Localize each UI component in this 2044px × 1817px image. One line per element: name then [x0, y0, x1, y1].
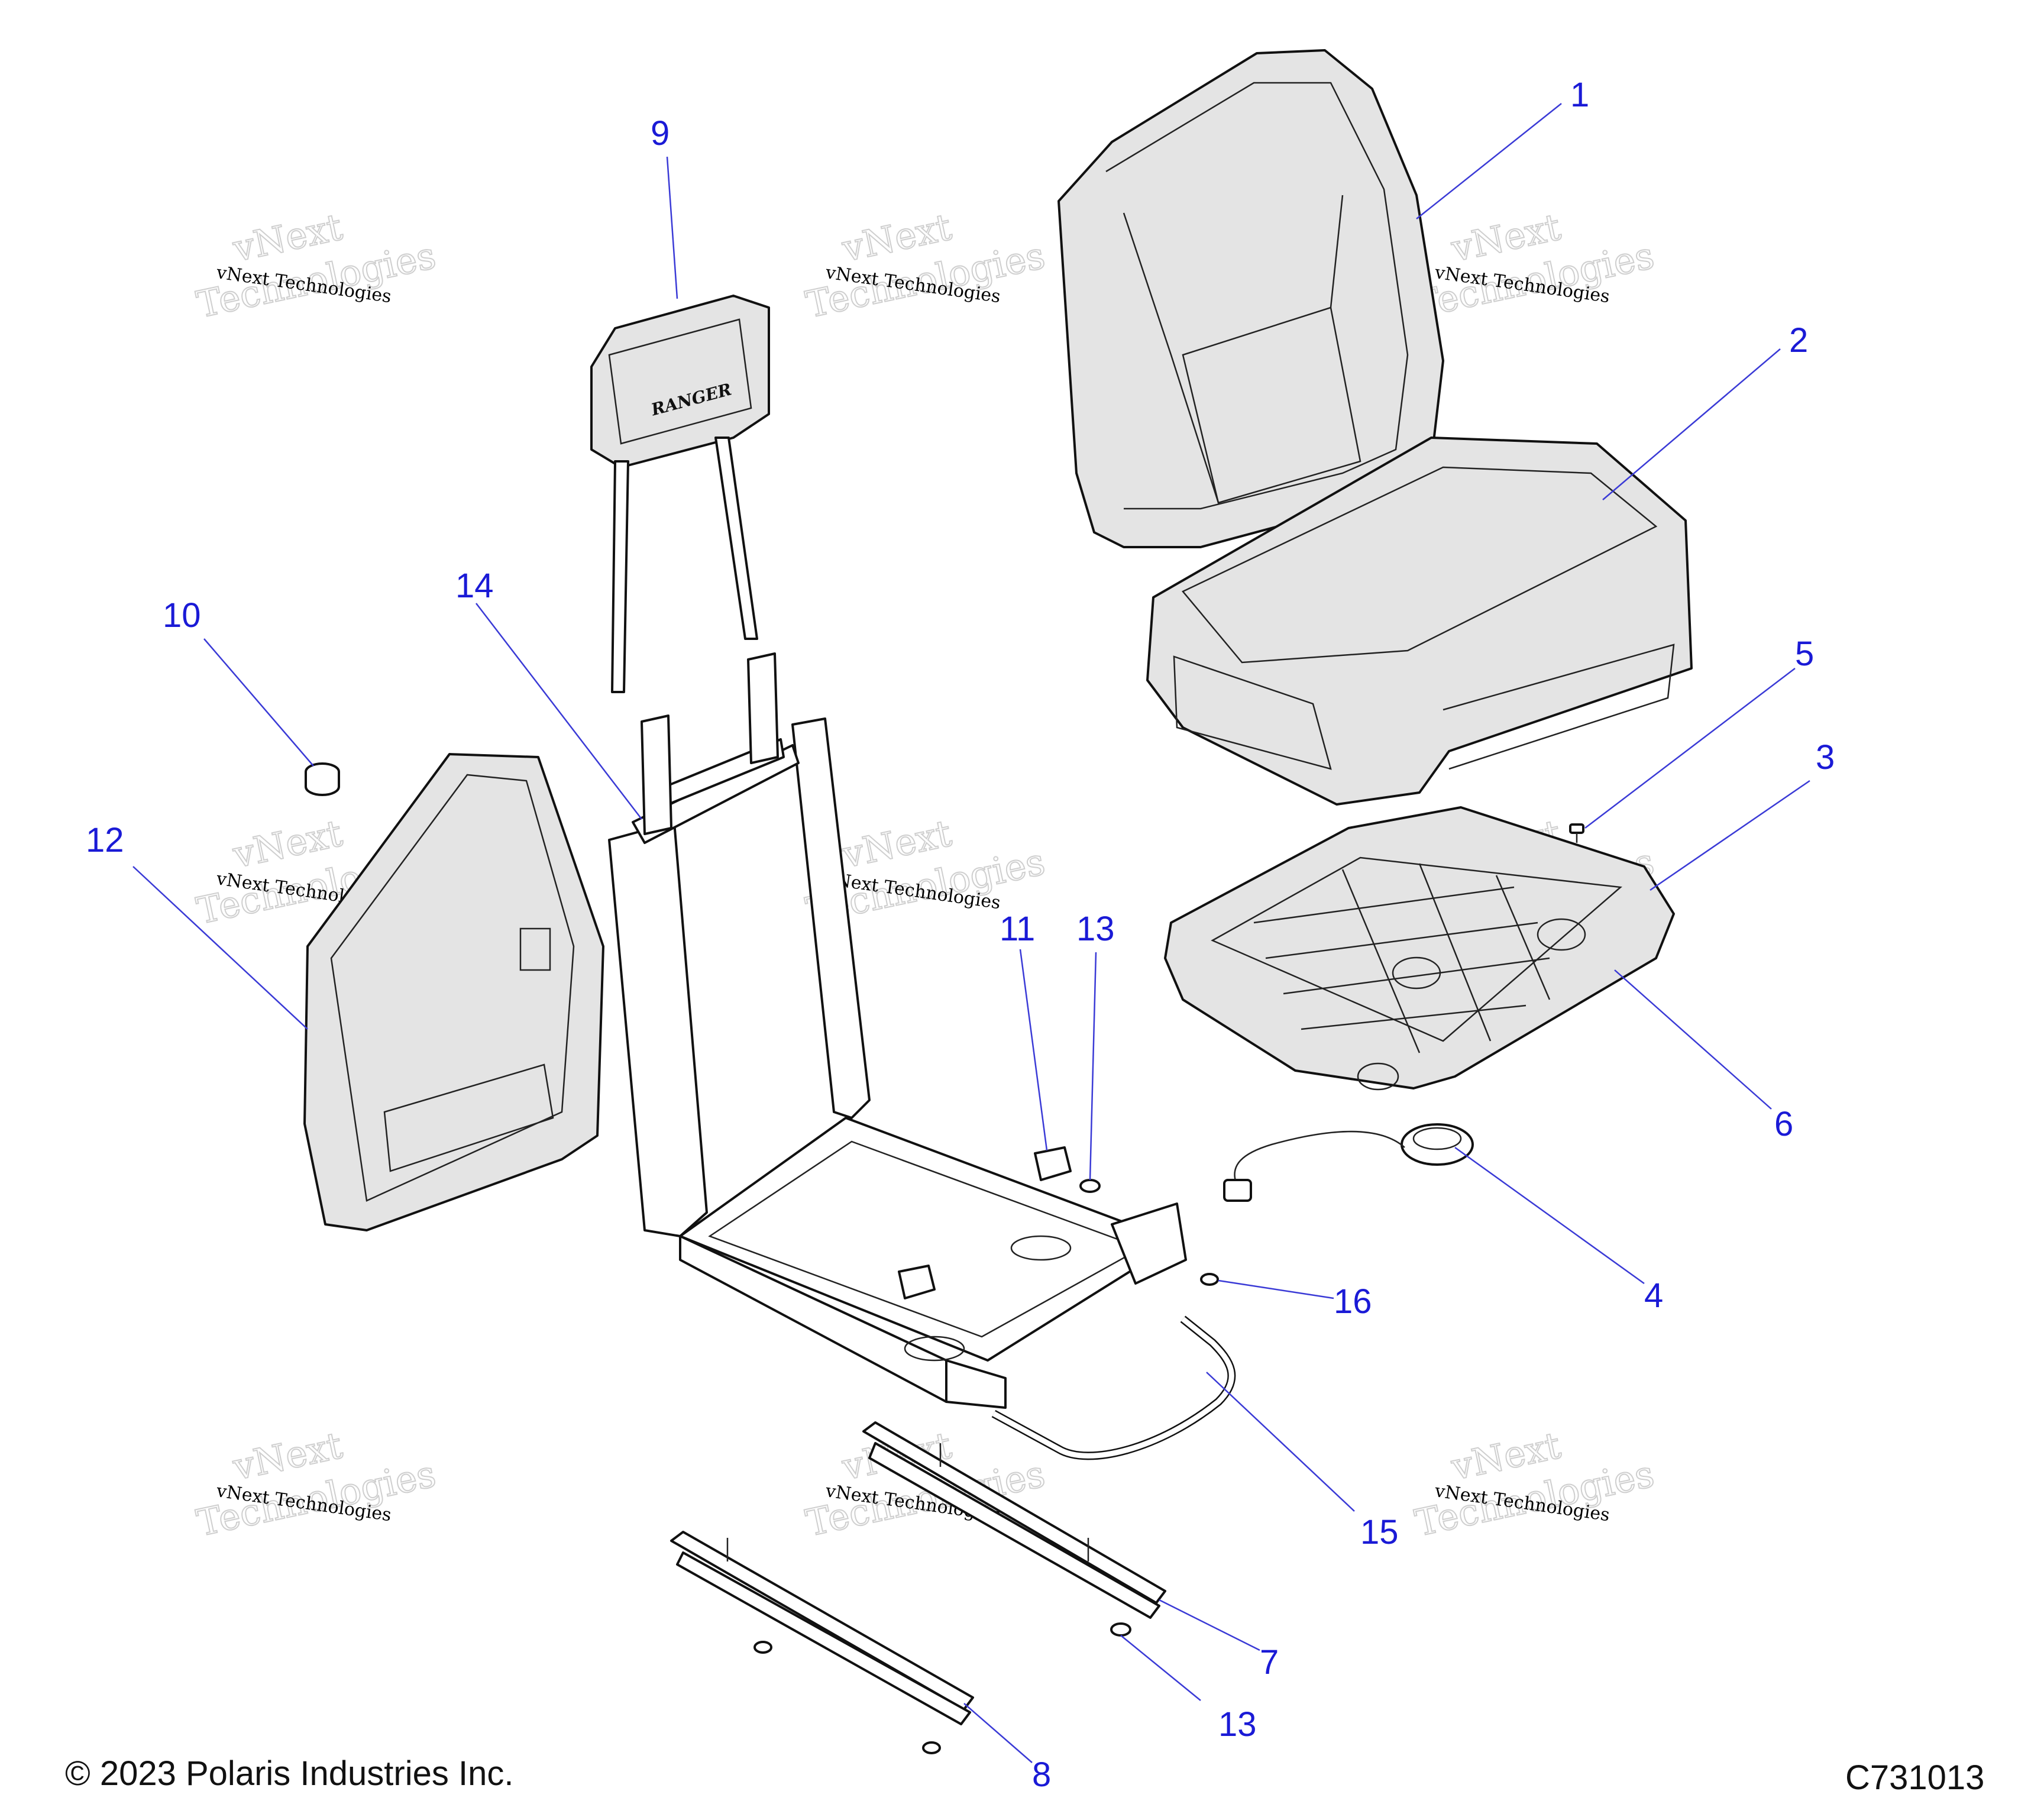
part-seat-sensor[interactable] [1223, 1123, 1474, 1202]
part-slide-rail-right[interactable] [862, 1421, 1166, 1619]
watermark-1: vNext Technologies [192, 205, 440, 327]
callout-16: 16 [1334, 1282, 1372, 1321]
leader-11 [1019, 949, 1048, 1151]
leader-5 [1584, 668, 1796, 829]
leader-10 [203, 638, 314, 767]
callout-8: 8 [1032, 1755, 1051, 1794]
leader-6 [1614, 969, 1772, 1110]
watermark-9: vNext Technologies [1411, 1423, 1658, 1546]
callout-5: 5 [1795, 635, 1814, 673]
part-seat-bottom-cushion[interactable] [1146, 437, 1693, 806]
leader-8 [963, 1703, 1033, 1763]
callout-11: 11 [1000, 910, 1035, 948]
leader-3 [1650, 780, 1810, 891]
watermark-7: vNext Technologies [192, 1423, 440, 1546]
part-seat-base-pan[interactable] [1164, 806, 1675, 1091]
part-seat-frame[interactable] [608, 652, 1187, 1409]
watermark-2: vNext Technologies [801, 205, 1049, 327]
callout-1: 1 [1570, 76, 1589, 114]
callout-14: 14 [455, 567, 494, 605]
callout-15: 15 [1360, 1513, 1399, 1551]
part-retainer[interactable] [1200, 1273, 1219, 1286]
callout-2: 2 [1789, 321, 1808, 360]
leader-13b [1120, 1635, 1201, 1701]
part-back-panel[interactable] [303, 753, 604, 1231]
part-headrest[interactable]: RANGER [590, 295, 770, 693]
callout-13a: 13 [1076, 910, 1115, 948]
diagram-id: C731013 [1845, 1758, 1985, 1797]
leader-13a [1089, 952, 1097, 1181]
callout-10: 10 [163, 596, 201, 635]
part-screw[interactable] [1569, 823, 1584, 843]
callout-7: 7 [1260, 1643, 1279, 1682]
watermark-3: vNext Technologies [1411, 205, 1658, 327]
leader-7 [1159, 1599, 1260, 1651]
part-plug-cap[interactable] [305, 762, 340, 796]
leader-15 [1206, 1372, 1355, 1512]
leader-4 [1454, 1146, 1645, 1285]
callout-12: 12 [86, 821, 124, 859]
leader-9 [666, 156, 678, 299]
callout-labels: 1 2 3 4 5 6 7 8 9 10 11 12 13 13 14 15 1… [86, 76, 1835, 1794]
leader-12 [132, 866, 308, 1030]
part-handle-bar[interactable] [991, 1315, 1236, 1460]
callout-13b: 13 [1218, 1705, 1257, 1744]
leader-2 [1602, 348, 1781, 500]
leader-14 [476, 603, 642, 820]
callout-6: 6 [1774, 1105, 1793, 1143]
leader-1 [1416, 103, 1562, 219]
leader-16 [1218, 1279, 1334, 1299]
callout-9: 9 [651, 114, 670, 153]
callout-4: 4 [1644, 1276, 1663, 1315]
part-slide-rail-left[interactable] [670, 1531, 974, 1754]
callout-3: 3 [1816, 738, 1835, 777]
copyright-text: © 2023 Polaris Industries Inc. [65, 1754, 514, 1793]
part-seat-back-cushion[interactable] [1057, 49, 1444, 548]
leader-lines [132, 103, 1810, 1763]
